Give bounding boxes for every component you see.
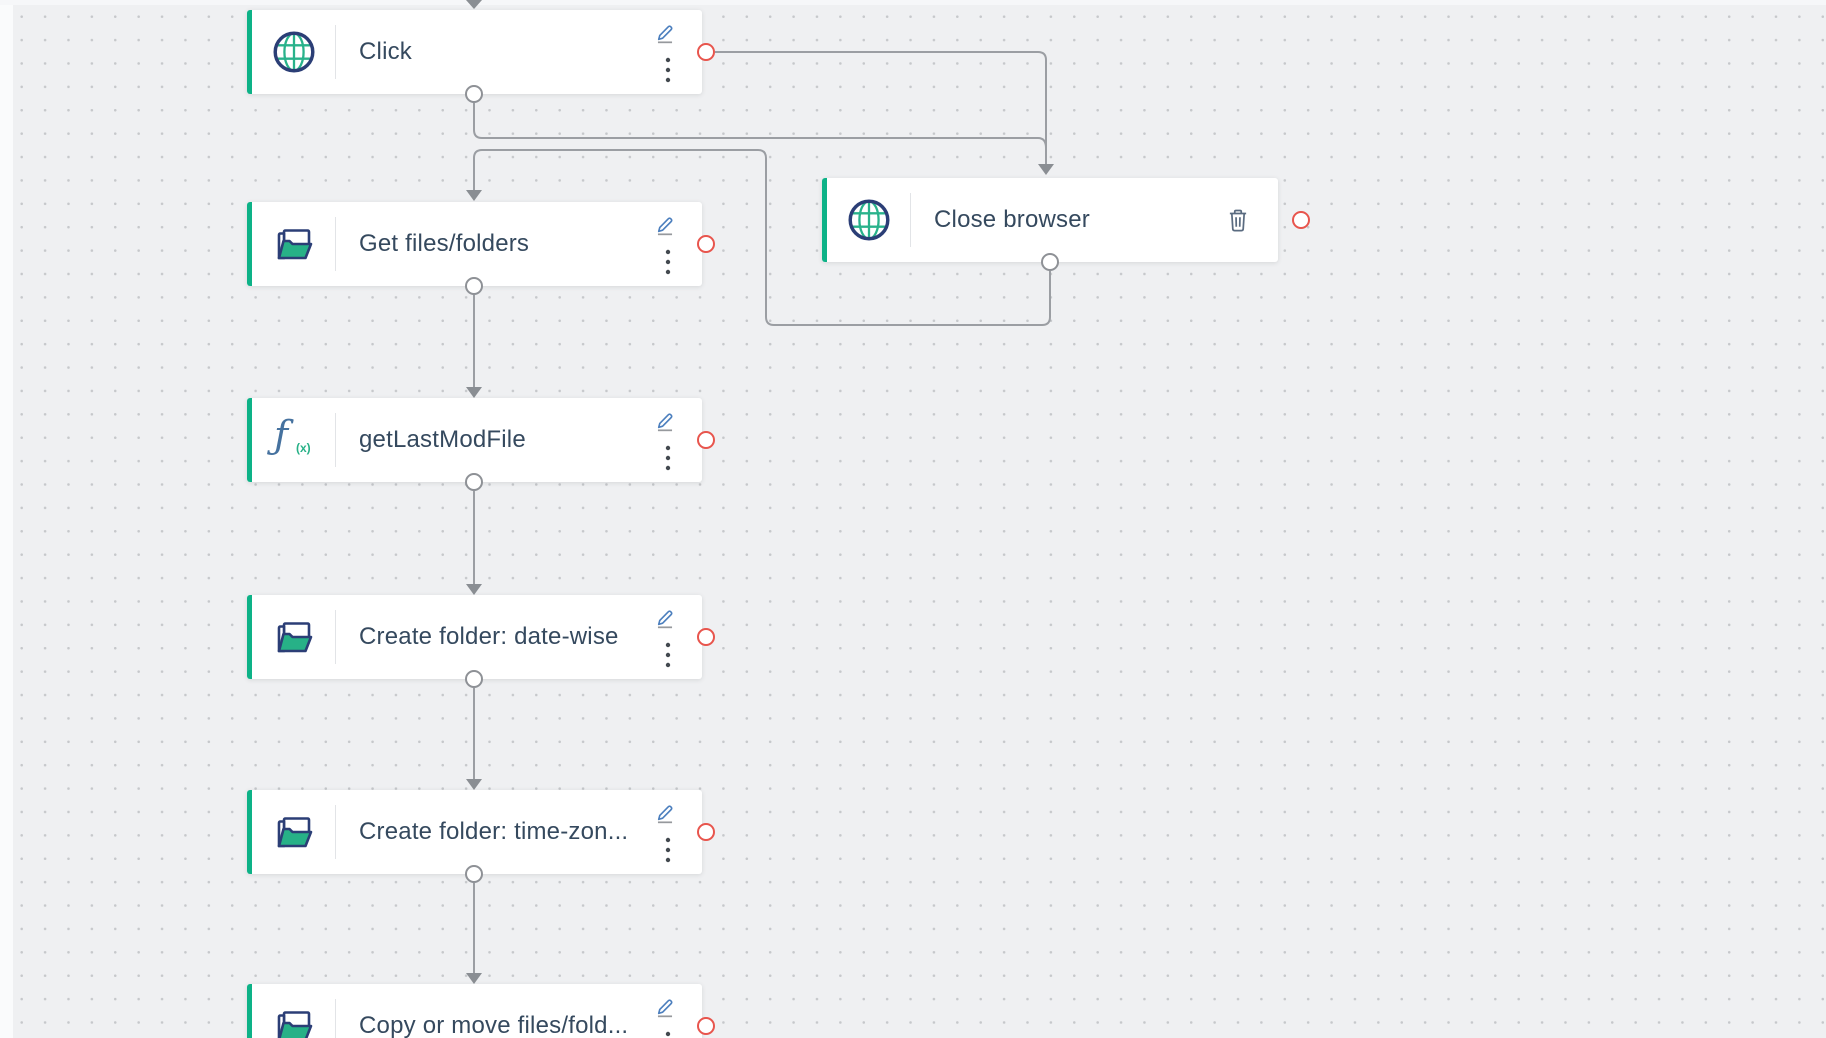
port-out-close-browser[interactable] (1041, 253, 1059, 271)
edit-icon[interactable] (652, 408, 678, 434)
connector-arrow-into-time-zone (466, 779, 482, 790)
more-menu-icon[interactable] (663, 836, 673, 864)
connector-arrow-into-click (466, 0, 482, 9)
node-accent-bar (247, 790, 252, 874)
edit-icon[interactable] (652, 800, 678, 826)
node-accent-bar (247, 10, 252, 94)
node-label: Close browser (934, 206, 1090, 233)
port-error-get-last-mod-file[interactable] (697, 431, 715, 449)
port-error-get-files-folders[interactable] (697, 235, 715, 253)
port-out-create-folder-time-zone[interactable] (465, 865, 483, 883)
folder-open-icon (267, 219, 321, 269)
port-error-close-browser[interactable] (1292, 211, 1310, 229)
edit-icon[interactable] (652, 212, 678, 238)
icon-divider (335, 25, 336, 79)
icon-divider (335, 610, 336, 664)
node-click[interactable]: Click (247, 10, 702, 94)
node-label: Create folder: date-wise (359, 623, 619, 650)
node-label: Copy or move files/fold... (359, 1012, 629, 1038)
port-out-click[interactable] (465, 85, 483, 103)
port-out-get-files-folders[interactable] (465, 277, 483, 295)
node-accent-bar (247, 398, 252, 482)
port-error-create-folder-date-wise[interactable] (697, 628, 715, 646)
more-menu-icon[interactable] (663, 1030, 673, 1038)
node-accent-bar (822, 178, 827, 262)
folder-open-icon (267, 1001, 321, 1038)
more-menu-icon[interactable] (663, 56, 673, 84)
node-create-folder-date-wise[interactable]: Create folder: date-wise (247, 595, 702, 679)
icon-divider (335, 999, 336, 1038)
globe-icon (267, 27, 321, 77)
connector-click-bottom-to-close-browser (473, 103, 1047, 149)
connector-close-browser-to-get-files (473, 149, 1051, 326)
connector-click-error-to-close-browser (715, 51, 1047, 164)
function-icon: ƒ (x) (274, 413, 311, 457)
node-accent-bar (247, 202, 252, 286)
canvas-left-gutter (0, 0, 13, 1038)
canvas-top-gutter (0, 0, 1826, 5)
node-label: getLastModFile (359, 426, 526, 453)
icon-divider (335, 413, 336, 467)
node-get-files-folders[interactable]: Get files/folders (247, 202, 702, 286)
icon-divider (335, 217, 336, 271)
icon-divider (910, 193, 911, 247)
icon-divider (335, 805, 336, 859)
node-label: Create folder: time-zon... (359, 818, 629, 845)
node-copy-or-move-files-folders[interactable]: Copy or move files/fold... (247, 984, 702, 1038)
node-create-folder-time-zone[interactable]: Create folder: time-zon... (247, 790, 702, 874)
edit-icon[interactable] (652, 605, 678, 631)
connector-arrow-into-copy-move (466, 973, 482, 984)
folder-open-icon (267, 612, 321, 662)
edit-icon[interactable] (652, 994, 678, 1020)
port-error-create-folder-time-zone[interactable] (697, 823, 715, 841)
connector-arrow-into-date-wise (466, 584, 482, 595)
node-label: Get files/folders (359, 230, 530, 257)
folder-open-icon (267, 807, 321, 857)
connector-arrow-into-close-browser (1038, 164, 1054, 175)
port-error-click[interactable] (697, 43, 715, 61)
node-close-browser[interactable]: Close browser (822, 178, 1278, 262)
more-menu-icon[interactable] (663, 641, 673, 669)
more-menu-icon[interactable] (663, 444, 673, 472)
node-label: Click (359, 38, 412, 65)
globe-icon (842, 195, 896, 245)
node-accent-bar (247, 984, 252, 1038)
node-accent-bar (247, 595, 252, 679)
node-get-last-mod-file[interactable]: ƒ (x) getLastModFile (247, 398, 702, 482)
delete-icon[interactable] (1226, 207, 1250, 233)
port-error-copy-or-move[interactable] (697, 1017, 715, 1035)
edit-icon[interactable] (652, 20, 678, 46)
connector-arrow-into-getlastmodfile (466, 387, 482, 398)
more-menu-icon[interactable] (663, 248, 673, 276)
port-out-create-folder-date-wise[interactable] (465, 670, 483, 688)
port-out-get-last-mod-file[interactable] (465, 473, 483, 491)
connector-arrow-into-get-files (466, 190, 482, 201)
